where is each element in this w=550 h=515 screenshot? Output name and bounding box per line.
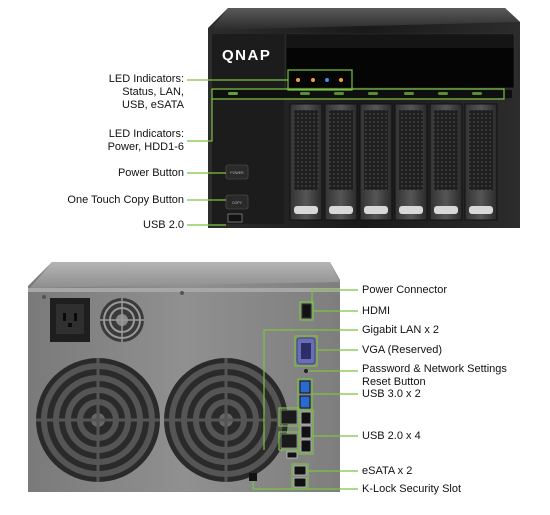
label-power-connector: Power Connector [362, 284, 447, 296]
front-usb-port[interactable] [227, 213, 243, 223]
label-usb20: USB 2.0 [143, 219, 184, 231]
label-gigabit-lan: Gigabit LAN x 2 [362, 324, 440, 336]
klock-slot[interactable] [249, 473, 257, 481]
reset-button[interactable] [304, 369, 308, 373]
large-fan-right-icon [164, 358, 288, 482]
rear-callouts [252, 289, 358, 490]
large-fan-left-icon [36, 358, 160, 482]
power-connector[interactable] [50, 298, 90, 342]
screw-icon [42, 295, 46, 299]
hdd-tray-4[interactable] [394, 103, 428, 221]
led-esata [339, 78, 343, 82]
hdd-tray-2[interactable] [324, 103, 358, 221]
led-usb [325, 78, 329, 82]
label-led-power: LED Indicators: Power, HDD1-6 [107, 128, 184, 153]
label-esata: eSATA x 2 [362, 465, 413, 477]
vga-port[interactable] [296, 337, 316, 365]
status-leds [296, 78, 343, 82]
hdd-tray-5[interactable] [429, 103, 463, 221]
label-usb30: USB 3.0 x 2 [362, 388, 421, 400]
hdd-led-strip [212, 90, 512, 98]
label-copy-button: One Touch Copy Button [67, 194, 184, 206]
label-hdmi: HDMI [362, 305, 391, 317]
hdd-tray-1[interactable] [289, 103, 323, 221]
esata-ports[interactable] [293, 465, 307, 488]
qnap-logo: QNAP [222, 47, 271, 64]
label-power-button: Power Button [117, 167, 184, 179]
led-lan [311, 78, 315, 82]
label-led-status: LED Indicators: Status, LAN, USB, eSATA [108, 73, 184, 111]
power-button[interactable]: POWER [225, 164, 249, 180]
label-reset: Password & Network Settings Reset Button [362, 363, 507, 388]
led-status [296, 78, 300, 82]
front-callouts [187, 69, 505, 226]
small-fan-icon [100, 298, 144, 342]
usb30-ports[interactable] [299, 380, 311, 409]
copy-button-text: COPY [232, 201, 243, 205]
hdd-tray-3[interactable] [359, 103, 393, 221]
hdd-leds [228, 92, 482, 95]
hdd-trays [289, 103, 498, 221]
label-usb20x4: USB 2.0 x 4 [362, 430, 421, 442]
label-klock: K-Lock Security Slot [362, 483, 462, 495]
power-button-text: POWER [230, 171, 244, 175]
copy-button[interactable]: COPY [225, 194, 249, 210]
hdd-tray-6[interactable] [464, 103, 498, 221]
label-vga: VGA (Reserved) [362, 344, 443, 356]
screw-icon [180, 291, 184, 295]
hdmi-port[interactable] [301, 303, 312, 319]
lan-ports[interactable] [280, 409, 298, 449]
usb20-ports[interactable] [286, 411, 312, 459]
